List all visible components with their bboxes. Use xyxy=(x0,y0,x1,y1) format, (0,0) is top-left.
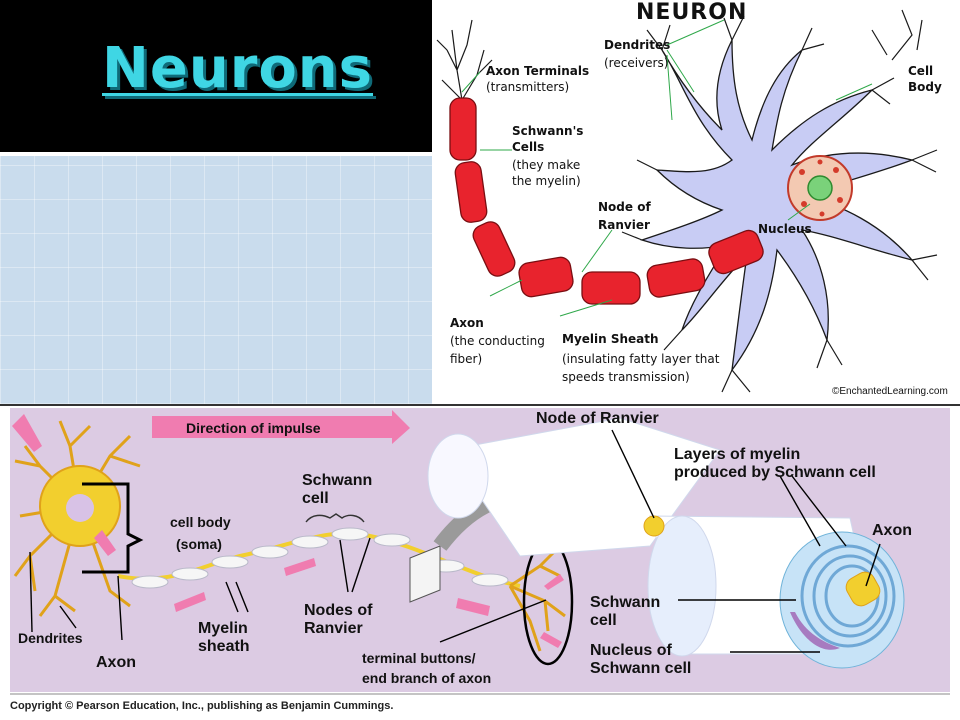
neuron-heading: NEURON xyxy=(636,0,748,25)
section-divider xyxy=(0,404,960,406)
layers-of-myelin-label-1: Layers of myelin xyxy=(674,446,801,463)
nucleus-schwann-label-2: Schwann cell xyxy=(590,660,692,677)
myelin-sheath-label-1: Myelin xyxy=(198,620,248,637)
dendrites-label: Dendrites xyxy=(604,38,671,52)
neuron-top-illustration xyxy=(436,9,938,393)
myelin-sub-2: speeds transmission) xyxy=(562,370,690,384)
myelin-sheath-label-2: sheath xyxy=(198,638,250,655)
nodes-of-ranvier-label-2: Ranvier xyxy=(304,620,363,637)
cell-body-label-1: cell body xyxy=(170,514,231,530)
blue-panel xyxy=(0,156,432,404)
dendrites-label: Dendrites xyxy=(18,630,83,646)
node-of-ranvier-label: Node of Ranvier xyxy=(536,410,659,427)
neuron-diagram-top: NEURON Axon Terminals (transmitters) Den… xyxy=(432,0,960,404)
neuron-bottom-illustration xyxy=(10,408,950,695)
direction-of-impulse-label: Direction of impulse xyxy=(186,420,321,436)
layers-of-myelin-label-2: produced by Schwann cell xyxy=(674,464,876,481)
neuron-diagram-bottom: Direction of impulse Node of Ranvier Lay… xyxy=(0,406,960,720)
schwann-label-1: Schwann's xyxy=(512,124,584,138)
axon-left-label: Axon xyxy=(96,654,136,671)
schwann-right-label-2: cell xyxy=(590,612,617,629)
cell-body-label-2: Body xyxy=(908,80,942,94)
schwann-right-label-1: Schwann xyxy=(590,594,661,611)
node-label-1: Node of xyxy=(598,200,651,214)
axon-sub-2: fiber) xyxy=(450,352,483,366)
schwann-cell-label-2: cell xyxy=(302,490,329,507)
axon-terminals-sub: (transmitters) xyxy=(486,80,570,94)
nodes-of-ranvier-label-1: Nodes of xyxy=(304,602,373,619)
title-box: Neurons xyxy=(0,0,432,152)
terminal-buttons-label-2: end branch of axon xyxy=(362,670,492,686)
nucleus-schwann-label-1: Nucleus of xyxy=(590,642,672,659)
dendrites-sub: (receivers) xyxy=(604,56,669,70)
myelin-sub-1: (insulating fatty layer that xyxy=(562,352,720,366)
slide-title: Neurons xyxy=(102,36,374,101)
cell-body-label-1: Cell xyxy=(908,64,934,78)
node-label-2: Ranvier xyxy=(598,218,650,232)
axon-label: Axon xyxy=(450,316,484,330)
schwann-label-2: Cells xyxy=(512,140,545,154)
axon-right-label: Axon xyxy=(872,522,912,539)
schwann-label-3: (they make xyxy=(512,158,581,172)
cell-body-label-2: (soma) xyxy=(176,536,222,552)
copyright-label: Copyright © Pearson Education, Inc., pub… xyxy=(10,700,394,712)
axon-sub-1: (the conducting xyxy=(450,334,545,348)
schwann-label-4: the myelin) xyxy=(512,174,581,188)
credit-label: ©EnchantedLearning.com xyxy=(832,386,948,397)
nucleus-label: Nucleus xyxy=(758,222,812,236)
myelin-label: Myelin Sheath xyxy=(562,332,659,346)
axon-terminals-label: Axon Terminals xyxy=(486,64,590,78)
schwann-cell-label-1: Schwann xyxy=(302,472,373,489)
terminal-buttons-label-1: terminal buttons/ xyxy=(362,650,476,666)
